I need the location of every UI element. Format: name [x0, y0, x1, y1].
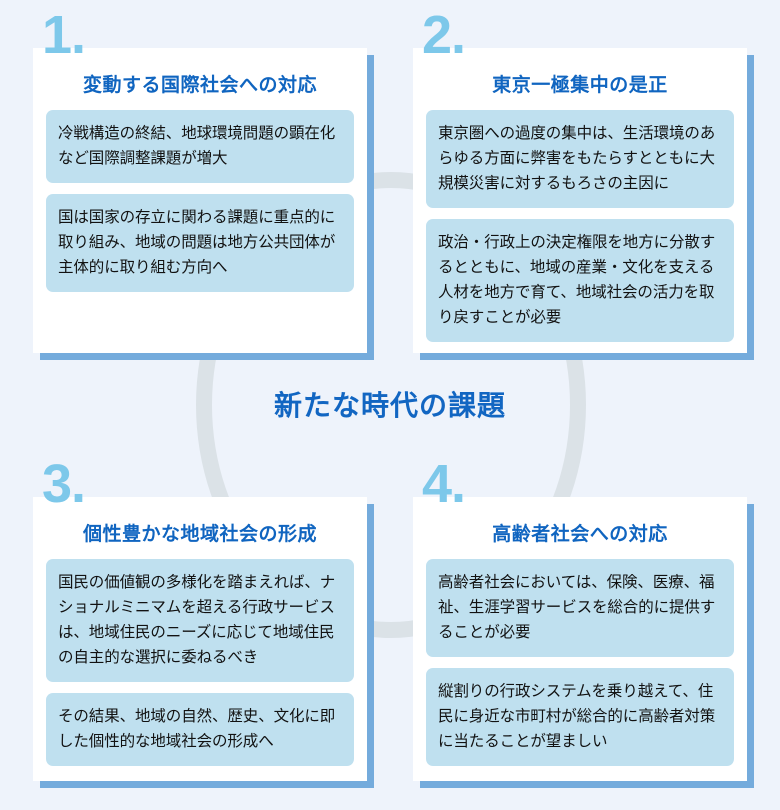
card-1-number: 1.: [42, 5, 86, 65]
card-1-blurb-2: 国は国家の存立に関わる課題に重点的に取り組み、地域の問題は地方公共団体が主体的に…: [46, 194, 354, 292]
card-1-title: 変動する国際社会への対応: [82, 75, 317, 96]
card-4: 4. 高齢者社会への対応 高齢者社会においては、保険、医療、福祉、生涯学習サービ…: [413, 457, 747, 781]
card-4-blurb-2: 縦割りの行政システムを乗り越えて、住民に身近な市町村が総合的に高齢者対策に当たる…: [426, 668, 734, 766]
card-4-blurb-1: 高齢者社会においては、保険、医療、福祉、生涯学習サービスを総合的に提供することが…: [426, 559, 734, 657]
card-3-blurb-1: 国民の価値観の多様化を踏まえれば、ナショナルミニマムを超える行政サービスは、地域…: [46, 559, 354, 682]
card-3-number: 3.: [42, 454, 86, 514]
center-title: 新たな時代の課題: [273, 390, 506, 421]
card-3: 3. 個性豊かな地域社会の形成 国民の価値観の多様化を踏まえれば、ナショナルミニ…: [33, 457, 367, 781]
card-2-title: 東京一極集中の是正: [492, 75, 668, 96]
card-2-blurb-2: 政治・行政上の決定権限を地方に分散するとともに、地域の産業・文化を支える人材を地…: [426, 219, 734, 342]
card-3-title: 個性豊かな地域社会の形成: [82, 524, 317, 545]
card-2-blurb-1: 東京圏への過度の集中は、生活環境のあらゆる方面に弊害をもたらすとともに大規模災害…: [426, 110, 734, 208]
card-3-blurb-2: その結果、地域の自然、歴史、文化に即した個性的な地域社会の形成へ: [46, 693, 354, 766]
card-1-blurb-1: 冷戦構造の終結、地球環境問題の顕在化など国際調整課題が増大: [46, 110, 354, 183]
card-2: 2. 東京一極集中の是正 東京圏への過度の集中は、生活環境のあらゆる方面に弊害を…: [413, 8, 747, 353]
card-1: 1. 変動する国際社会への対応 冷戦構造の終結、地球環境問題の顕在化など国際調整…: [33, 8, 367, 353]
card-2-number: 2.: [422, 5, 466, 65]
card-4-number: 4.: [422, 454, 466, 514]
card-4-title: 高齢者社会への対応: [492, 524, 668, 545]
